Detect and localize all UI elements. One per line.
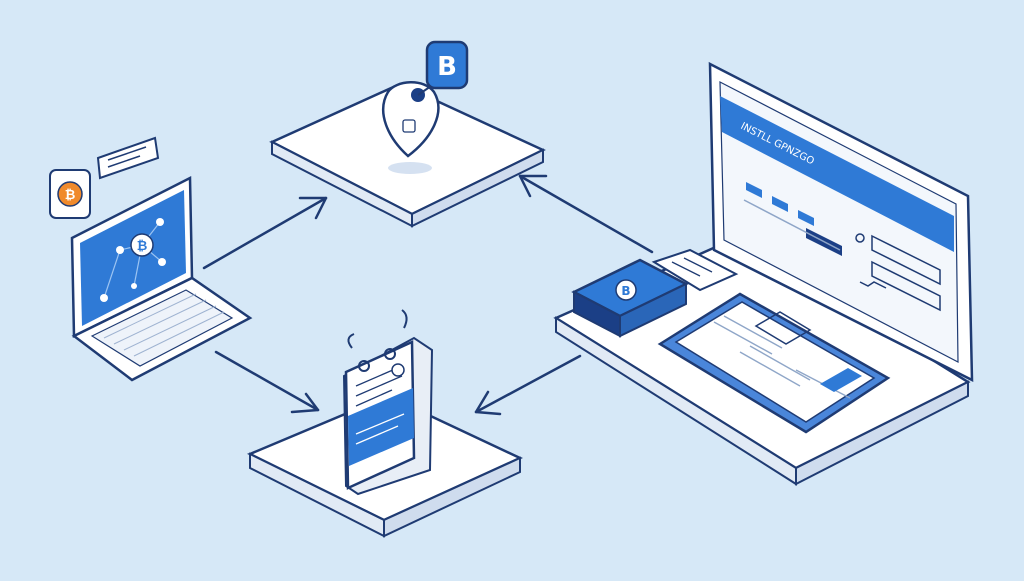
shield-icon (382, 81, 440, 158)
monitor-form-rows (743, 182, 941, 312)
text-tag (96, 136, 160, 180)
laptop-keyboard (90, 289, 234, 367)
arrow-station-to-top-platform (518, 174, 654, 254)
coin-icon: ₿ (65, 188, 76, 203)
card-device-icon: B (621, 284, 630, 298)
card-device: B (571, 248, 739, 338)
coin-badge: ₿ (49, 169, 91, 219)
monitor-header (720, 96, 954, 252)
left-laptop: ₿ ₿ (49, 136, 253, 382)
arrows (202, 174, 654, 416)
arrow-laptop-to-bottom-platform (214, 350, 320, 414)
right-station: INSTLL GPNZGO B (553, 61, 974, 486)
laptop-token-symbol: ₿ (137, 239, 148, 254)
keyboard-keys (103, 293, 225, 357)
top-platform: B (269, 40, 546, 228)
token-badge-label: B (437, 52, 457, 82)
tablet (657, 292, 891, 434)
arrow-laptop-to-top-platform (202, 196, 328, 270)
bottom-platform (246, 309, 523, 538)
arrow-station-to-bottom-platform (474, 354, 582, 416)
token-badge (425, 40, 469, 90)
network-nodes (100, 218, 166, 302)
laptop-token-icon (130, 233, 154, 257)
